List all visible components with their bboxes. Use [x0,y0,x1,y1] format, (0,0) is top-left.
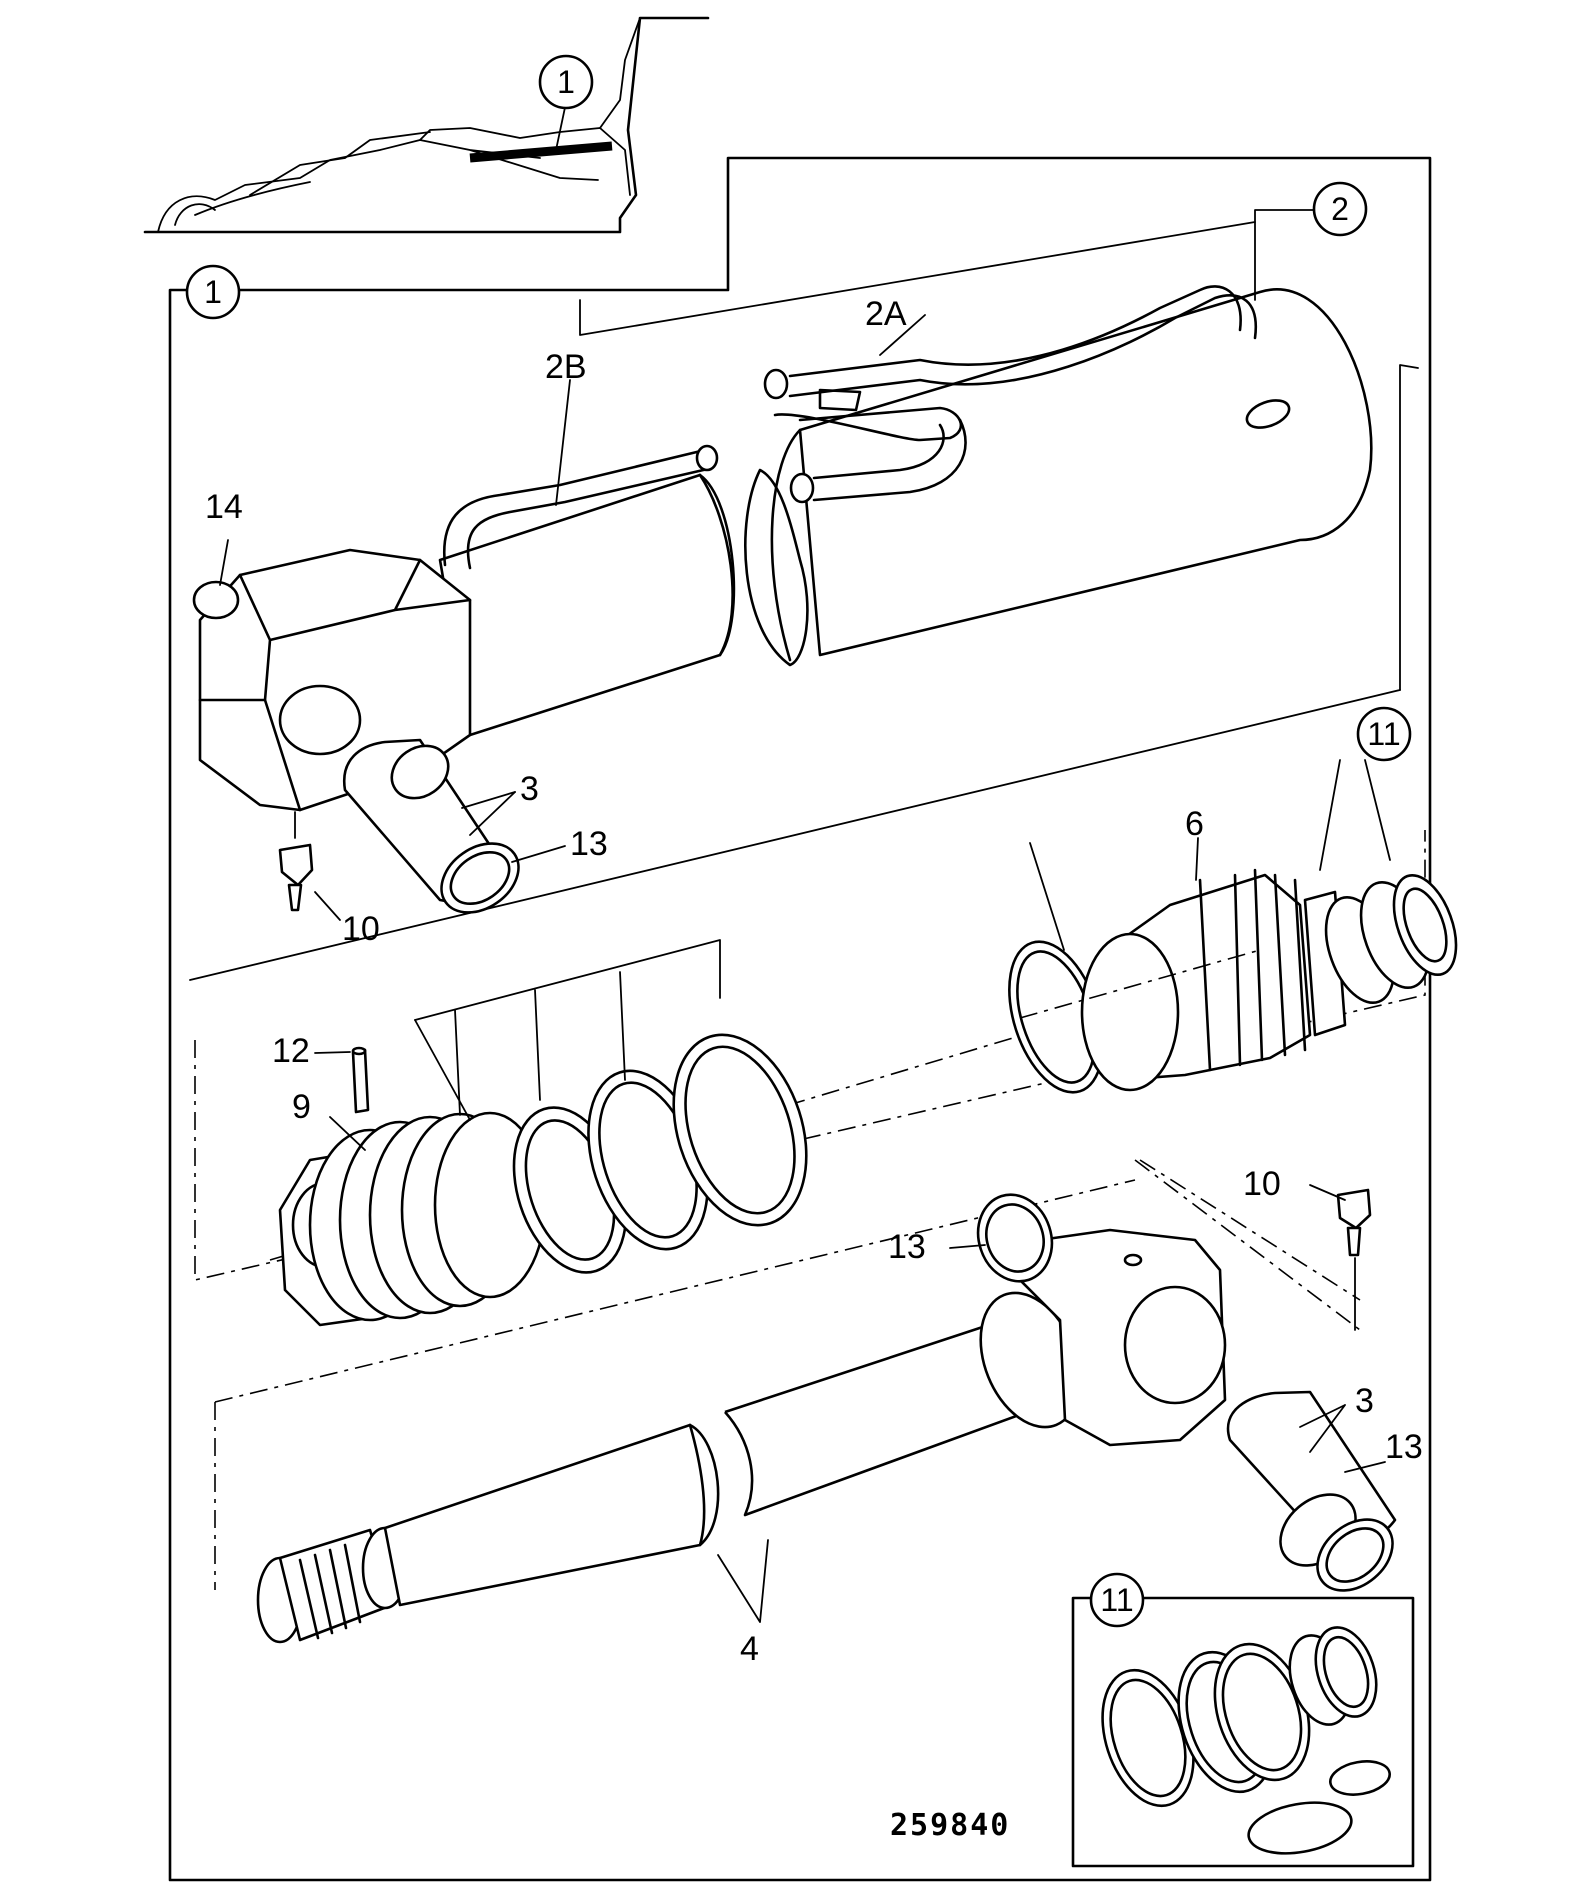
machine-location-thumbnail [157,17,641,233]
reference-number: 259840 [890,1808,1010,1843]
svg-text:11: 11 [1367,716,1400,752]
part-labels: 2A 2B 14 3 13 10 6 12 9 10 13 3 13 4 259… [205,295,1423,1843]
cylinder-location-bar [469,141,613,163]
label-14: 14 [205,488,243,526]
label-4: 4 [740,1630,759,1668]
svg-text:1: 1 [557,64,575,100]
seal-kit-inset: 11 [1071,1572,1415,1868]
leaders-3-13-top [314,791,566,921]
label-13-bottom: 13 [888,1228,926,1266]
svg-text:2: 2 [1331,191,1349,227]
callout-1-main: 1 [185,264,241,320]
piston-rod [214,1159,1397,1644]
label-9: 9 [292,1088,311,1126]
label-10-bottom: 10 [1243,1165,1281,1203]
label-13-bottom-right: 13 [1385,1428,1423,1466]
label-13-top: 13 [570,825,608,863]
frame-lines [143,16,1432,1882]
label-10-top: 10 [342,910,380,948]
leader-lines-top [189,209,1419,981]
svg-text:1: 1 [204,274,222,310]
callout-11-main: 11 [1356,706,1412,762]
callout-2: 2 [1312,181,1368,237]
label-3-bottom: 3 [1355,1382,1374,1420]
gland [1008,759,1458,1094]
callout-11-inset: 11 [1100,1582,1133,1618]
callout-1-top: 1 [538,54,594,110]
grease-nipple-top [278,811,314,912]
label-12: 12 [272,1032,310,1070]
cylinder-tube [192,285,1373,812]
bush-3-top [342,738,520,914]
label-6: 6 [1185,805,1204,843]
label-2A: 2A [865,295,907,333]
label-2B: 2B [545,348,587,386]
piston-assembly [194,830,1426,1327]
label-3-top: 3 [520,770,539,808]
